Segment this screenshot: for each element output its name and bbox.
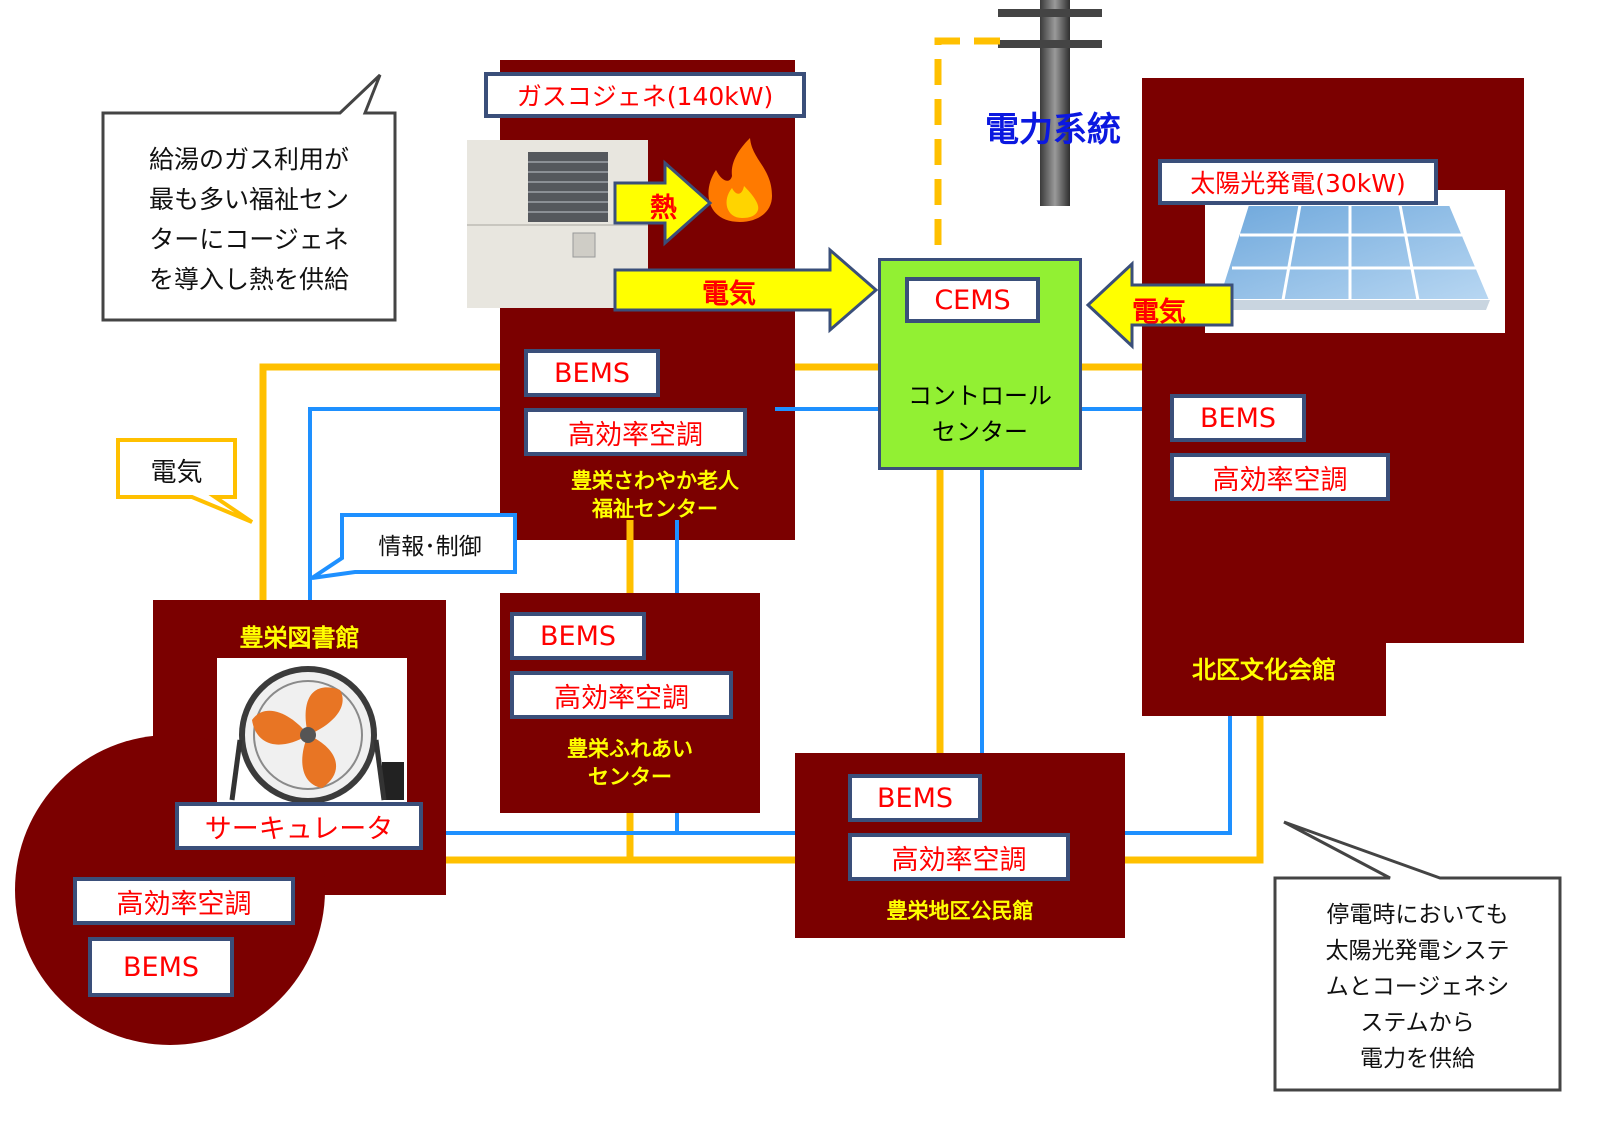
fureai-building-name: 豊栄ふれあい センター [567,737,693,789]
sawayaka-building-name: 豊栄さわやか老人 福祉センター [571,469,739,521]
sawayaka-hvac-label: 高効率空調 [524,408,747,456]
solar-electricity-label: 電気 [1132,297,1186,328]
power-legend-text: 電気 [150,458,203,488]
heat-arrow-label: 熱 [650,193,677,224]
fureai-hvac-label: 高効率空調 [510,671,733,719]
circulator-fan-icon [217,658,407,805]
library-bems-label: BEMS [88,937,234,997]
kominkan-building-name: 豊栄地区公民館 [886,899,1034,923]
kominkan-bems-label: BEMS [848,774,982,822]
cogen-note-text: 給湯のガス利用が 最も多い福祉セン ターにコージェネ を導入し熱を供給 [148,145,349,294]
cogen-title-label: ガスコジェネ(140kW) [484,72,806,118]
bunka-hvac-label: 高効率空調 [1170,453,1390,501]
grid-label: 電力系統 [985,110,1121,150]
utility-pole-icon [998,0,1102,206]
flame-icon [708,138,772,222]
control-center-label: コントロール センター [908,382,1052,446]
info-lines [308,407,1232,835]
power-legend-callout [116,438,254,524]
library-building-name: 豊栄図書館 [239,624,360,652]
outage-note-text: 停電時においても 太陽光発電システ ムとコージェネシ ステムから 電力を供給 [1325,902,1510,1072]
bunka-building-name: 北区文化会館 [1192,656,1336,684]
solar-electricity-arrow [1085,260,1234,350]
library-circulator-label: サーキュレータ [175,802,423,850]
info-legend-callout [310,513,517,580]
bunka-building-lower [1142,600,1386,716]
bunka-bems-label: BEMS [1170,394,1306,442]
cogen-electricity-arrow [613,246,879,334]
power-lines [259,363,1264,864]
sawayaka-bems-label: BEMS [524,349,660,397]
fureai-bems-label: BEMS [510,612,646,660]
solar-panel-icon [1205,190,1505,333]
kominkan-hvac-label: 高効率空調 [848,833,1070,881]
library-hvac-label: 高効率空調 [73,877,295,925]
cogen-note-callout [101,73,397,322]
grid-connection-line [934,37,1000,258]
info-legend-text: 情報･制御 [378,534,482,560]
solar-title-label: 太陽光発電(30kW) [1158,159,1438,205]
outage-note-callout [1273,820,1562,1092]
cems-label: CEMS [905,277,1040,323]
heat-arrow [613,159,713,247]
cogen-electricity-label: 電気 [702,279,756,310]
